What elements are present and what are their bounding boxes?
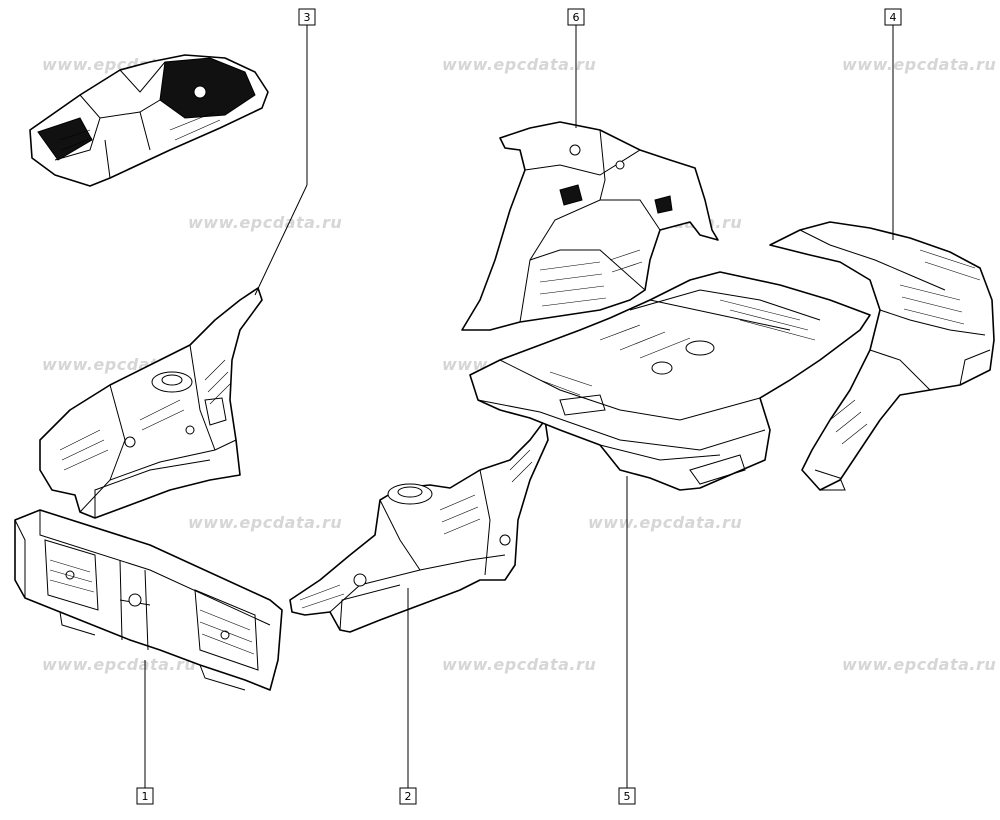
callout-5[interactable]: 5 — [618, 787, 636, 805]
watermark: www.epcdata.ru — [842, 55, 996, 74]
callout-3[interactable]: 3 — [298, 8, 316, 26]
part-2-front-side-member-right — [289, 419, 549, 633]
callout-6[interactable]: 6 — [567, 8, 585, 26]
callout-number: 2 — [405, 790, 412, 803]
leader-lines — [144, 25, 894, 790]
watermark: www.epcdata.ru — [188, 513, 342, 532]
callout-number: 3 — [304, 11, 311, 24]
callout-number: 4 — [890, 11, 897, 24]
watermark: www.epcdata.ru — [588, 513, 742, 532]
watermark: www.epcdata.ru — [842, 655, 996, 674]
callout-number: 6 — [573, 11, 580, 24]
part-5-rear-floor — [469, 271, 871, 491]
callout-1[interactable]: 1 — [136, 787, 154, 805]
watermark: www.epcdata.ru — [442, 655, 596, 674]
leader-line-3 — [254, 184, 308, 296]
watermark: www.epcdata.ru — [442, 55, 596, 74]
watermark: www.epcdata.ru — [42, 655, 196, 674]
callout-number: 5 — [624, 790, 631, 803]
part-3-front-side-member — [39, 287, 263, 519]
car-body-overview — [29, 54, 269, 187]
callout-number: 1 — [142, 790, 149, 803]
watermark: www.epcdata.ru — [188, 213, 342, 232]
part-1-front-panel — [14, 509, 283, 691]
callout-2[interactable]: 2 — [399, 787, 417, 805]
part-4-rear-quarter-panel — [769, 221, 995, 491]
callout-4[interactable]: 4 — [884, 8, 902, 26]
part-6-rear-wheelhouse — [461, 121, 719, 331]
